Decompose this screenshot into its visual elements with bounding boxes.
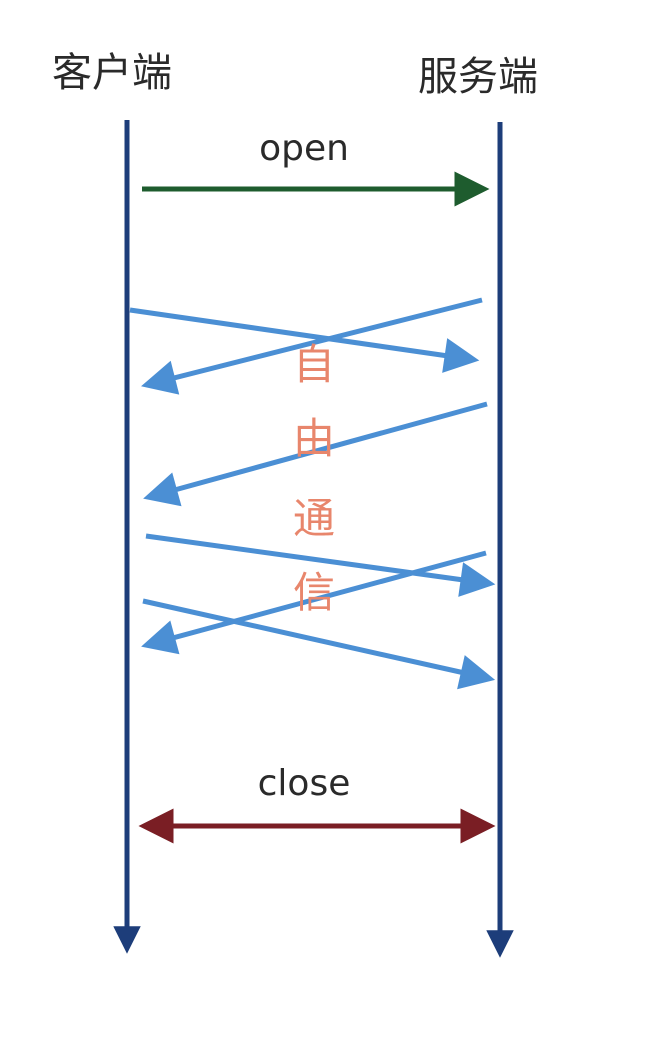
message-arrow-3 xyxy=(143,401,488,507)
free-char-3: 通 xyxy=(293,494,335,543)
message-arrow-2 xyxy=(141,297,483,395)
free-char-4: 信 xyxy=(293,568,335,617)
open-label: open xyxy=(259,128,349,169)
free-char-2: 由 xyxy=(293,414,335,463)
message-arrow-6 xyxy=(142,598,496,690)
free-char-1: 自 xyxy=(293,340,335,389)
client-label: 客户端 xyxy=(52,50,172,96)
message-arrow-4 xyxy=(145,533,496,597)
message-arrow-5 xyxy=(141,550,487,655)
close-label: close xyxy=(258,763,351,804)
message-arrow-1 xyxy=(129,307,480,373)
server-label: 服务端 xyxy=(418,54,538,100)
